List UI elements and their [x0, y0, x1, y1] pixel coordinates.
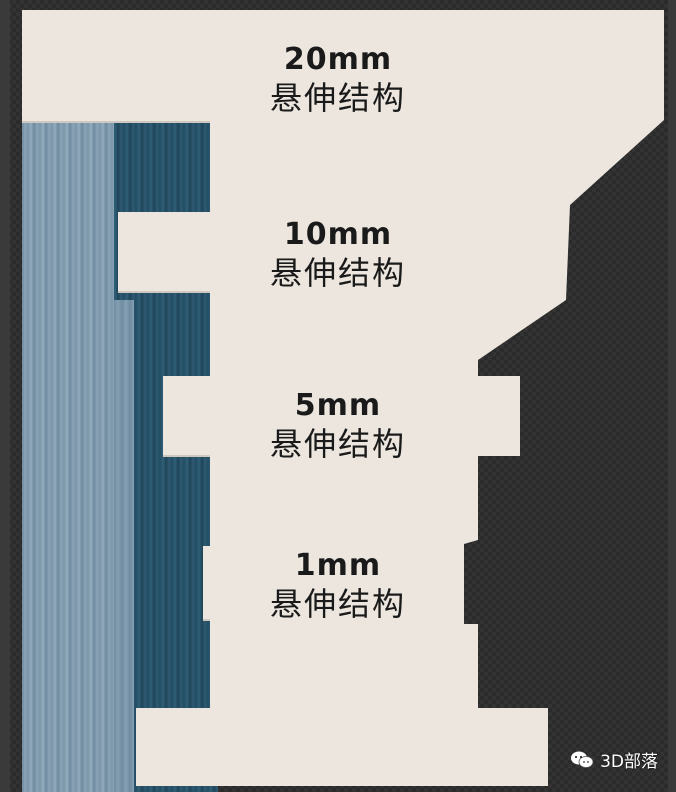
- overhang-label-5mm: 5mm 悬伸结构: [0, 388, 676, 464]
- part-silhouette: [22, 10, 664, 786]
- overhang-size: 20mm: [283, 42, 393, 77]
- watermark-text: 3D部落: [600, 752, 658, 772]
- watermark: 3D部落: [570, 747, 658, 772]
- overhang-size: 1mm: [294, 548, 382, 583]
- overhang-description: 悬伸结构: [269, 79, 406, 117]
- overhang-description: 悬伸结构: [269, 585, 406, 623]
- overhang-size: 5mm: [294, 388, 382, 423]
- overhang-label-1mm: 1mm 悬伸结构: [0, 548, 676, 624]
- chat-bubble-icon: [570, 750, 594, 770]
- overhang-size: 10mm: [283, 217, 393, 252]
- overhang-label-20mm: 20mm 悬伸结构: [0, 42, 676, 118]
- overhang-description: 悬伸结构: [269, 254, 406, 292]
- overhang-label-10mm: 10mm 悬伸结构: [0, 217, 676, 293]
- overhang-description: 悬伸结构: [269, 425, 406, 463]
- striped-infill-light: [22, 122, 114, 792]
- striped-infill-mid: [114, 300, 134, 792]
